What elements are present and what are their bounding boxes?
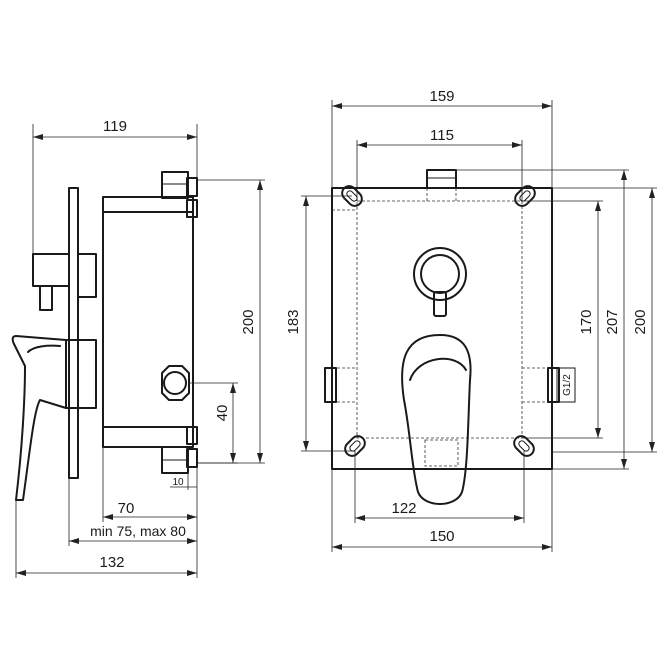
thread-label-box bbox=[556, 367, 576, 403]
hex-outlet bbox=[161, 365, 190, 401]
dim-200-front: 200 bbox=[632, 309, 649, 334]
dim-183: 183 bbox=[285, 309, 302, 334]
dim-min-max: min 75, max 80 bbox=[90, 523, 186, 539]
dim-200-side: 200 bbox=[240, 309, 257, 334]
thread-label: G1/2 bbox=[562, 374, 573, 396]
left-connection bbox=[324, 367, 337, 403]
lever-handle bbox=[11, 335, 67, 501]
diverter-knob bbox=[39, 285, 53, 311]
body-outline bbox=[331, 187, 553, 470]
side-view: 119 200 40 10 70 min 75, max 80 bbox=[11, 118, 265, 578]
top-connection bbox=[426, 169, 457, 189]
concealed-body bbox=[102, 196, 194, 448]
front-view: 159 115 183 170 207 200 bbox=[285, 88, 657, 552]
right-connection bbox=[547, 367, 560, 403]
lever-handle-front bbox=[401, 334, 472, 505]
spindle bbox=[77, 339, 97, 409]
dim-122: 122 bbox=[391, 500, 416, 517]
dim-70: 70 bbox=[118, 500, 135, 517]
dim-10: 10 bbox=[172, 477, 184, 488]
mount-slot-bottom-right bbox=[513, 435, 535, 457]
mount-slot-bottom-left bbox=[344, 435, 366, 457]
diverter-knob-front bbox=[413, 247, 467, 301]
dim-40: 40 bbox=[214, 405, 231, 422]
diverter-stem bbox=[32, 253, 70, 287]
dim-159: 159 bbox=[429, 88, 454, 105]
top-fitting bbox=[161, 171, 189, 199]
dim-119: 119 bbox=[103, 118, 127, 135]
dim-132: 132 bbox=[99, 554, 124, 571]
dim-150: 150 bbox=[429, 528, 454, 545]
inner-frame-hidden bbox=[356, 200, 523, 439]
dim-170: 170 bbox=[578, 309, 595, 334]
dim-115: 115 bbox=[430, 127, 454, 144]
wall-plate bbox=[68, 187, 79, 479]
dim-207: 207 bbox=[604, 309, 621, 334]
